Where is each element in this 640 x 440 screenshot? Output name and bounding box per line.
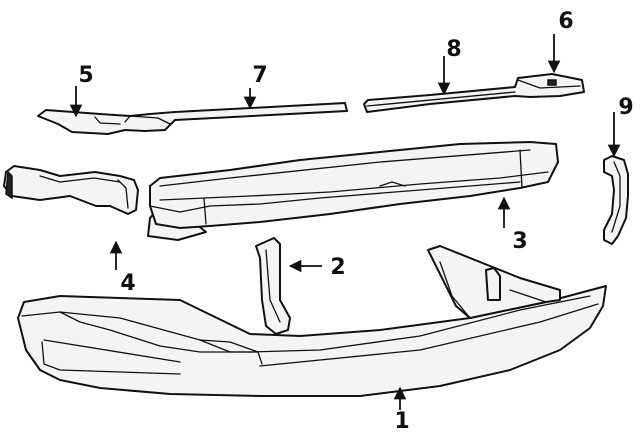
callout-3: 3	[512, 229, 527, 254]
bracket-right	[603, 155, 629, 245]
center-bracket	[255, 237, 291, 335]
callout-2: 2	[330, 255, 345, 280]
bumper-cover	[17, 245, 607, 397]
leader-arrows	[69, 34, 621, 410]
callout-4: 4	[120, 271, 135, 296]
callout-1: 1	[394, 409, 409, 434]
energy-absorber-left	[37, 102, 348, 135]
callout-6: 6	[558, 9, 573, 34]
impact-bar	[149, 141, 559, 229]
callout-7: 7	[252, 63, 267, 88]
energy-absorber-right	[363, 73, 585, 113]
callout-9: 9	[618, 95, 633, 120]
callout-8: 8	[446, 37, 461, 62]
callout-5: 5	[78, 63, 93, 88]
